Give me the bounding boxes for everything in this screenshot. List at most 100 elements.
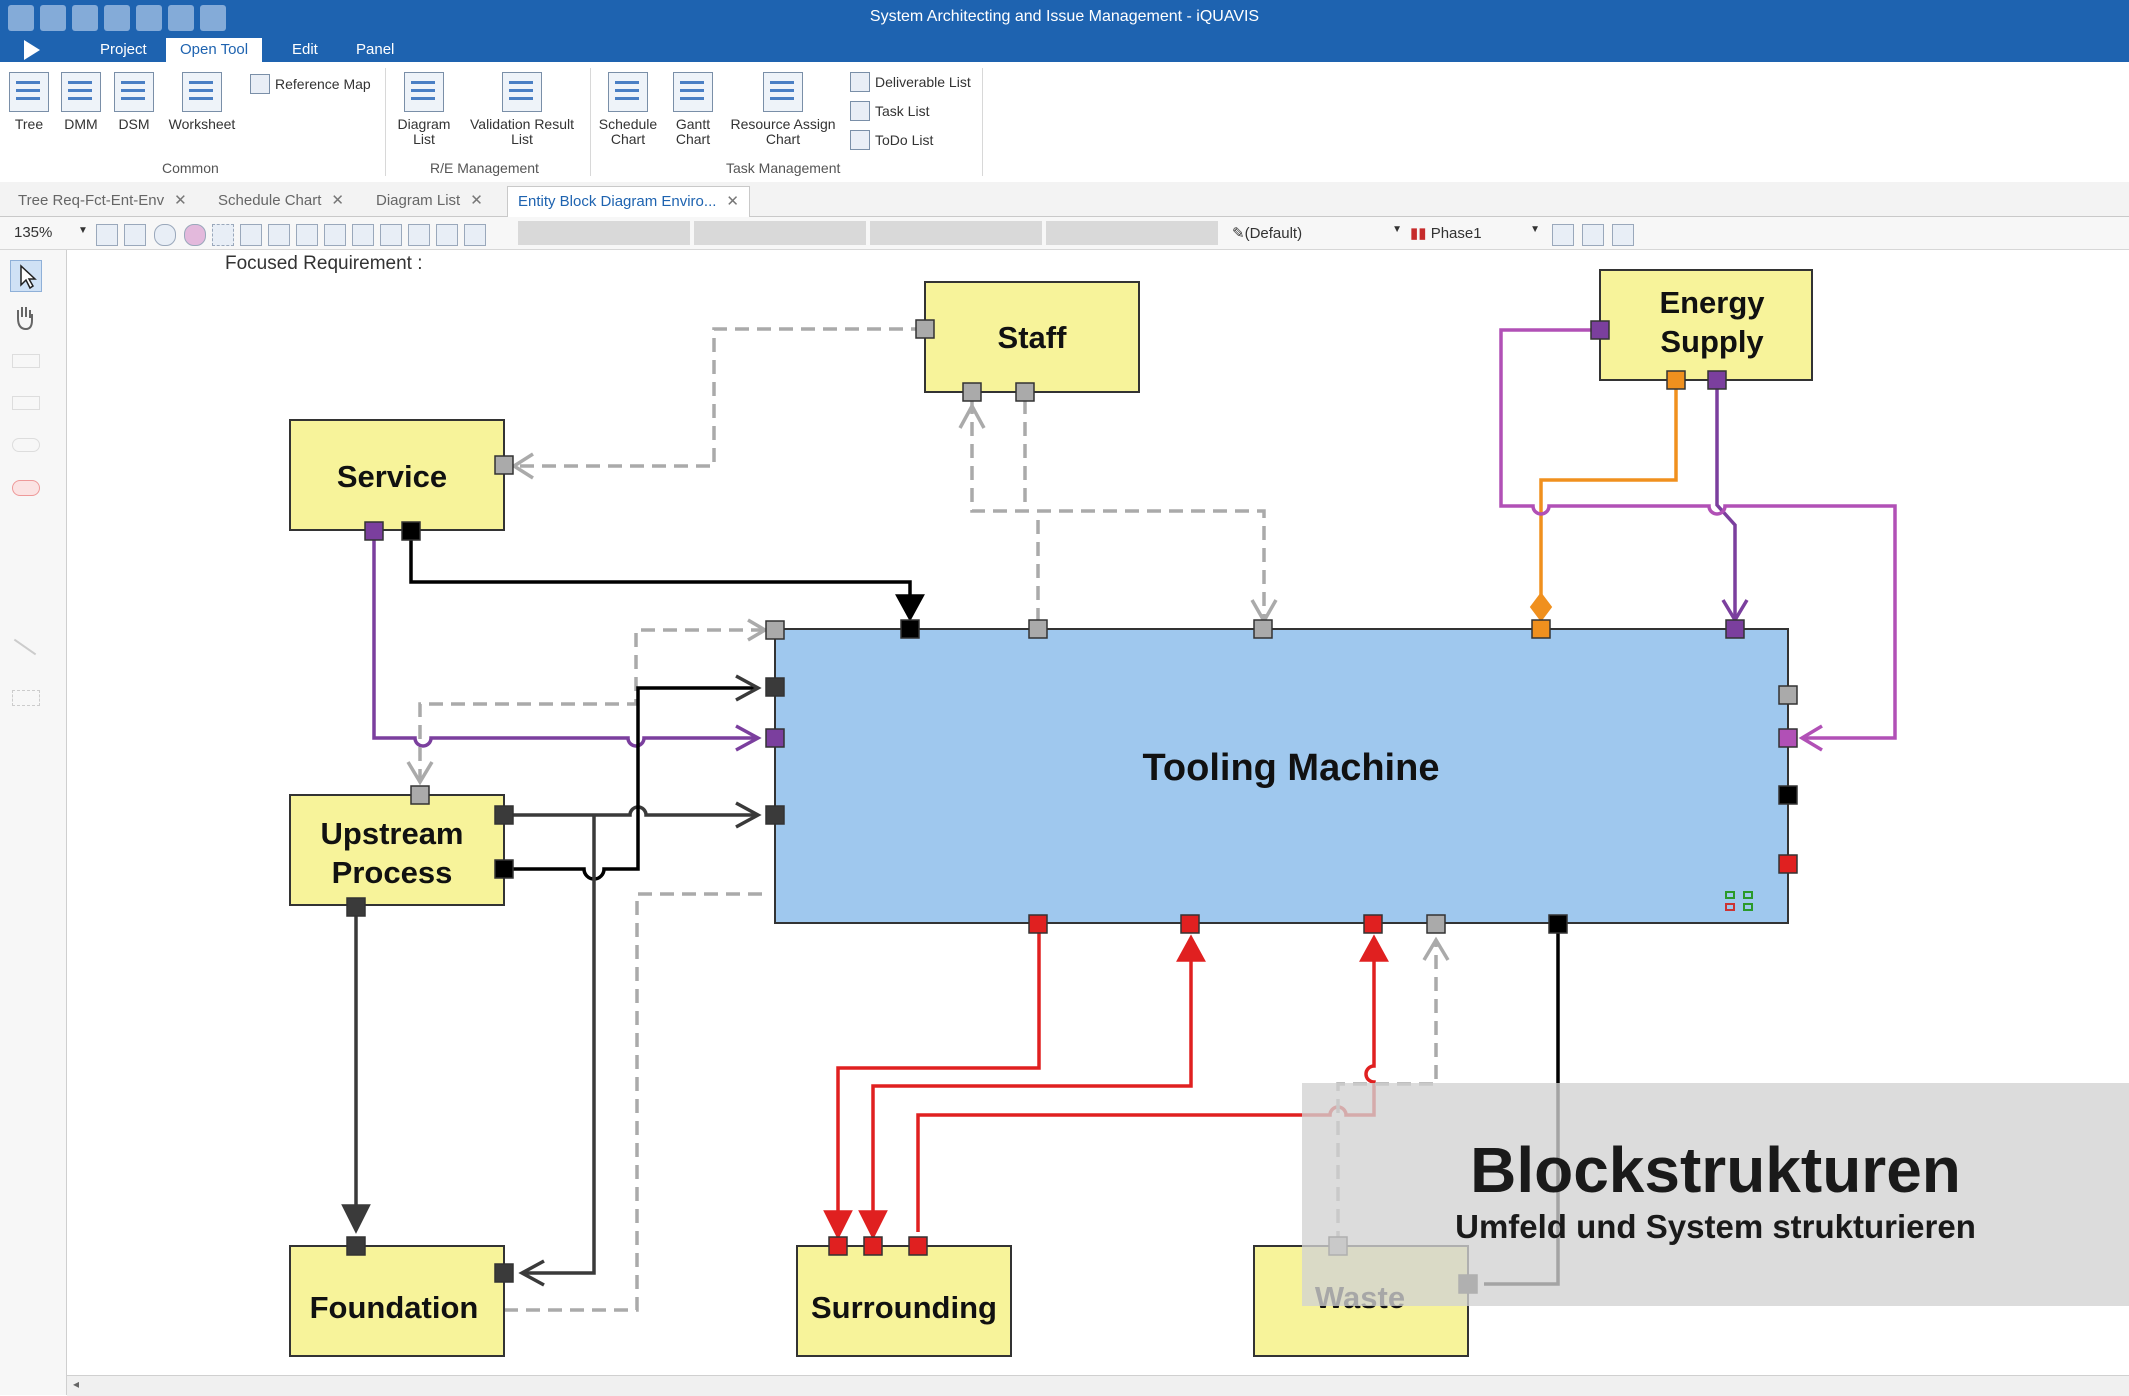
help-icon[interactable]: [200, 5, 226, 31]
connector-tooling-upstream[interactable]: [418, 628, 765, 780]
ellipse-tool-icon[interactable]: [12, 438, 40, 452]
port[interactable]: [1253, 619, 1273, 639]
doc-tab-entity-block[interactable]: Entity Block Diagram Enviro...✕: [507, 186, 750, 217]
zoom-select[interactable]: 135%: [14, 224, 53, 241]
save-icon[interactable]: [40, 5, 66, 31]
text-arrow-icon[interactable]: [240, 224, 262, 246]
close-icon[interactable]: ✕: [174, 192, 187, 209]
pointer-tool-icon[interactable]: [10, 260, 42, 292]
print-preview-icon[interactable]: [72, 5, 98, 31]
diagram-list-button[interactable]: Diagram List: [392, 72, 456, 147]
connector-service-tooling-purple[interactable]: [372, 530, 758, 748]
connector-energy-purple[interactable]: [1715, 382, 1737, 620]
connector-staff-service[interactable]: [514, 327, 925, 468]
gantt-chart-button[interactable]: Gantt Chart: [664, 72, 722, 147]
dashed-line-icon[interactable]: [352, 224, 374, 246]
port[interactable]: [765, 677, 785, 697]
export-icon[interactable]: [464, 224, 486, 246]
port[interactable]: [863, 1236, 883, 1256]
port[interactable]: [1548, 914, 1568, 934]
port[interactable]: [494, 455, 514, 475]
port[interactable]: [494, 805, 514, 825]
hand-tool-icon[interactable]: [10, 302, 40, 332]
menu-tab-project[interactable]: Project: [100, 41, 147, 58]
close-icon[interactable]: ✕: [470, 192, 483, 209]
layout-icon[interactable]: [324, 224, 346, 246]
port[interactable]: [1666, 370, 1686, 390]
connector-energy-orange[interactable]: [1539, 382, 1678, 606]
dsm-button[interactable]: DSM: [113, 72, 155, 132]
rect-tool-icon[interactable]: [12, 396, 40, 410]
toolbar-field[interactable]: [1046, 221, 1218, 245]
filter-icon[interactable]: [1582, 224, 1604, 246]
close-icon[interactable]: ✕: [331, 192, 344, 209]
port[interactable]: [1590, 320, 1610, 340]
port[interactable]: [900, 619, 920, 639]
block-staff[interactable]: [924, 281, 1140, 393]
connector-energy-loop[interactable]: [1499, 328, 1897, 740]
block-upstream-process[interactable]: [289, 794, 505, 906]
window-icon[interactable]: [380, 224, 402, 246]
port[interactable]: [1707, 370, 1727, 390]
todo-list-button[interactable]: ToDo List: [850, 130, 933, 150]
port[interactable]: [401, 521, 421, 541]
port[interactable]: [346, 897, 366, 917]
select-area-icon[interactable]: [212, 224, 234, 246]
connector-tooling-surrounding-1[interactable]: [836, 924, 1041, 1232]
worksheet-button[interactable]: Worksheet: [165, 72, 239, 132]
frame-tool-icon[interactable]: [12, 690, 40, 706]
tools-icon[interactable]: [136, 5, 162, 31]
doc-tab-schedule[interactable]: Schedule Chart✕: [218, 192, 344, 209]
connector-service-tooling[interactable]: [409, 530, 912, 612]
deliverable-list-button[interactable]: Deliverable List: [850, 72, 971, 92]
port[interactable]: [1778, 854, 1798, 874]
text-box-icon[interactable]: [268, 224, 290, 246]
refresh-icon[interactable]: [1612, 224, 1634, 246]
block-service[interactable]: [289, 419, 505, 531]
connect-icon[interactable]: [408, 224, 430, 246]
connector-surrounding-tooling-2[interactable]: [871, 938, 1193, 1232]
port[interactable]: [494, 1263, 514, 1283]
settings-icon[interactable]: [104, 5, 130, 31]
port[interactable]: [1531, 619, 1551, 639]
port[interactable]: [765, 728, 785, 748]
connector-tooling-staff[interactable]: [1023, 400, 1040, 628]
doc-tab-tree[interactable]: Tree Req-Fct-Ent-Env✕: [18, 192, 187, 209]
port[interactable]: [765, 805, 785, 825]
port[interactable]: [1725, 619, 1745, 639]
block-foundation[interactable]: [289, 1245, 505, 1357]
port[interactable]: [1778, 785, 1798, 805]
block-tooling-machine[interactable]: [774, 628, 1789, 924]
validation-result-list-button[interactable]: Validation Result List: [466, 72, 578, 147]
port[interactable]: [962, 382, 982, 402]
toolbar-field[interactable]: [870, 221, 1042, 245]
rect-shape-icon[interactable]: [124, 224, 146, 246]
close-icon[interactable]: ✕: [726, 193, 739, 210]
port[interactable]: [1778, 685, 1798, 705]
port[interactable]: [765, 620, 785, 640]
disconnect-icon[interactable]: [436, 224, 458, 246]
resource-assign-chart-button[interactable]: Resource Assign Chart: [728, 72, 838, 147]
hierarchy-icon[interactable]: [1725, 891, 1753, 911]
ellipse-shape-icon[interactable]: [154, 224, 176, 246]
menu-tab-open-tool[interactable]: Open Tool: [166, 38, 263, 62]
connector-upstream-tooling[interactable]: [504, 805, 758, 817]
port[interactable]: [828, 1236, 848, 1256]
spell-icon[interactable]: [296, 224, 318, 246]
chevron-down-icon[interactable]: ▼: [78, 225, 88, 236]
port[interactable]: [494, 859, 514, 879]
menu-tab-panel[interactable]: Panel: [356, 41, 395, 58]
port[interactable]: [410, 785, 430, 805]
connector-staff-tooling[interactable]: [970, 400, 1266, 621]
scroll-left-icon[interactable]: ◂: [73, 1377, 80, 1391]
port[interactable]: [346, 1236, 366, 1256]
port[interactable]: [1180, 914, 1200, 934]
connector-tooling-foundation[interactable]: [522, 815, 596, 1275]
horizontal-scrollbar[interactable]: ◂: [67, 1375, 2129, 1396]
port[interactable]: [1028, 914, 1048, 934]
task-list-button[interactable]: Task List: [850, 101, 929, 121]
fit-icon[interactable]: [96, 224, 118, 246]
dmm-button[interactable]: DMM: [60, 72, 102, 132]
block-surrounding[interactable]: [796, 1245, 1012, 1357]
style-select[interactable]: ✎(Default)▼: [1232, 224, 1402, 242]
